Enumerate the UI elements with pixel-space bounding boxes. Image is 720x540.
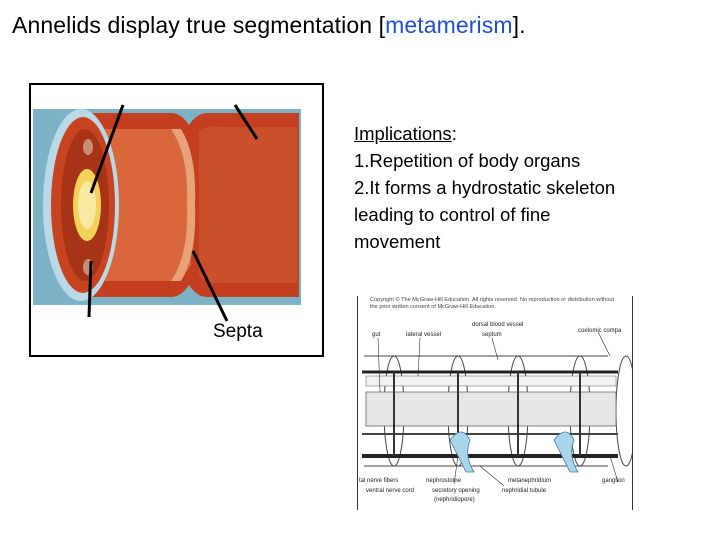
implication-line-1: 1.Repetition of body organs <box>354 150 581 171</box>
label-coelomic: coelomic compa <box>578 328 622 334</box>
label-ventral-nerve-cord: ventral nerve cord <box>366 488 415 494</box>
septa-label: Septa <box>213 321 263 342</box>
label-dorsal-vessel: dorsal blood vessel <box>472 322 524 328</box>
segment-photo-frame: Septa <box>29 83 324 357</box>
label-ganglion: ganglion <box>602 478 625 484</box>
implication-line-4: movement <box>354 231 441 252</box>
label-metanephridium: metanephridium <box>508 478 552 484</box>
segmentation-diagram: Copyright © The McGraw-Hill Education. A… <box>357 296 633 510</box>
implication-line-2: 2.It forms a hydrostatic skeleton <box>354 177 616 198</box>
label-nephrostome: nephrostome <box>426 478 462 484</box>
label-nephridial-tubule: nephridial tubule <box>502 488 547 494</box>
title-keyword: metamerism <box>385 12 513 38</box>
slide-title: Annelids display true segmentation [meta… <box>12 12 526 39</box>
implication-line-3: leading to control of fine <box>354 204 551 225</box>
label-gut: gut <box>372 332 381 338</box>
label-lateral-vessel: lateral vessel <box>406 332 442 338</box>
implications-heading: Implications <box>354 123 452 144</box>
annelid-segment-illustration <box>33 104 301 322</box>
label-nephridiopore: (nephridiopore) <box>434 497 475 503</box>
label-secretory-opening: secretory opening <box>432 488 480 494</box>
label-septum: septum <box>482 332 502 338</box>
copyright-notice: Copyright © The McGraw-Hill Education. A… <box>370 297 615 310</box>
title-prefix: Annelids display true segmentation [ <box>12 12 386 38</box>
worm-cross-section-drawing <box>362 331 632 487</box>
implications-colon: : <box>451 123 457 144</box>
label-nerve-fibers: tal nerve fibers <box>359 478 399 484</box>
title-suffix: ]. <box>512 12 526 38</box>
implications-text: Implications: 1.Repetition of body organ… <box>354 120 615 255</box>
